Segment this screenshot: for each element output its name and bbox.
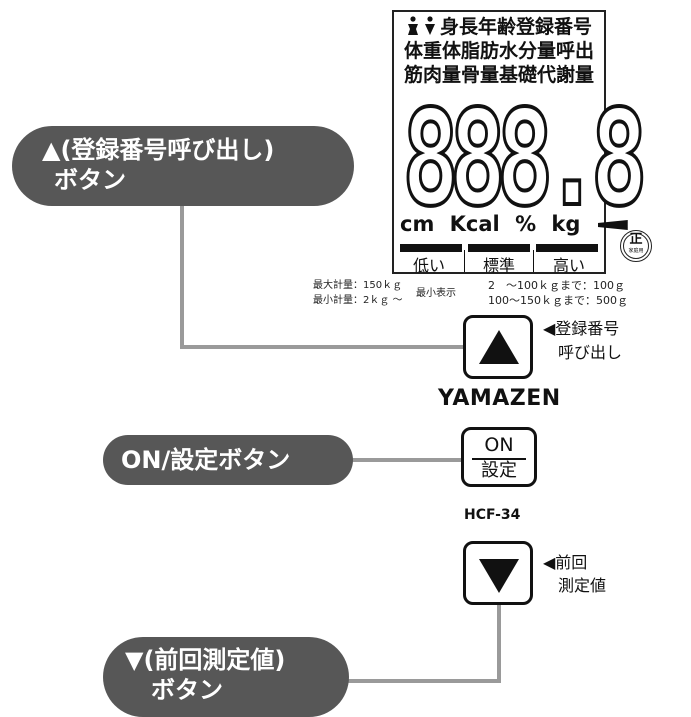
up-button[interactable] [463, 315, 533, 379]
level-labels: 低い 標準 高い [394, 256, 604, 276]
certification-seal: 正 家庭用 [620, 230, 652, 262]
person-icons [407, 16, 435, 35]
level-bar-high [536, 244, 598, 252]
connector-down-vertical [497, 604, 501, 682]
seal-sub-text: 家庭用 [628, 248, 644, 254]
connector-on [352, 458, 462, 462]
unit-kcal: Kcal [449, 212, 500, 236]
connector-up-horizontal [180, 345, 463, 349]
triangle-down-icon [479, 559, 519, 593]
seal-ring [623, 233, 649, 259]
on-button-top-label: ON [484, 434, 514, 456]
unit-cm: cm [400, 212, 435, 236]
lcd-row-2: 体重体脂肪水分量呼出 [403, 40, 594, 62]
up-button-label-1: ◀登録番号 [543, 319, 620, 338]
spec-min-display-label: 最小表示 [416, 288, 456, 299]
model-number: HCF-34 [464, 507, 521, 523]
level-bar-low [400, 244, 462, 252]
seal-main-text: 正 [629, 232, 643, 247]
brand-name: YAMAZEN [438, 386, 561, 411]
level-low: 低い [412, 256, 445, 275]
on-setting-button[interactable]: ON 設定 [461, 427, 537, 487]
on-button-bottom-label: 設定 [481, 460, 517, 481]
segment-digits: 888.8 [401, 82, 650, 236]
level-divider [533, 250, 534, 272]
down-button-label-2: 測定値 [558, 576, 607, 595]
down-button[interactable] [463, 541, 533, 605]
down-button-label-1: ◀前回 [543, 553, 588, 572]
callout-on-button: ON/設定ボタン [103, 435, 353, 485]
lcd-display: 身長年齢登録番号 体重体脂肪水分量呼出 筋肉量骨量基礎代謝量 888.8 cm … [392, 10, 650, 276]
unit-row: cm Kcal % kg [400, 212, 636, 236]
spec-range-2: 100～150ｋｇまで：500ｇ [488, 294, 628, 307]
callout-up-line2: ボタン [54, 166, 126, 194]
up-button-label-2: 呼び出し [558, 343, 623, 362]
connector-down-horizontal [340, 679, 501, 683]
on-button-divider [472, 458, 526, 460]
callout-up-button: ▲(登録番号呼び出し) ボタン [12, 126, 354, 206]
level-bar-standard [468, 244, 530, 252]
callout-on-line1: ON/設定ボタン [121, 446, 291, 474]
lcd-row-user: 身長年齢登録番号 [394, 16, 604, 38]
unit-kg: kg [551, 212, 581, 236]
callout-down-line1: ▼(前回測定値) [125, 646, 286, 674]
callout-up-line1: ▲(登録番号呼び出し) [42, 136, 275, 164]
callout-down-line2: ボタン [151, 676, 223, 704]
triangle-up-icon [479, 330, 519, 364]
spec-range-1: 2 ～100ｋｇまで：100ｇ [488, 279, 625, 292]
connector-up-vertical [180, 196, 184, 348]
level-standard: 標準 [482, 256, 515, 275]
level-divider [464, 250, 465, 272]
battery-icon [597, 220, 628, 230]
spec-max: 最大計量：150ｋｇ [313, 280, 403, 291]
lcd-row-3: 筋肉量骨量基礎代謝量 [403, 64, 594, 86]
lcd-row-user-text: 身長年齢登録番号 [439, 16, 592, 38]
level-high: 高い [552, 256, 585, 275]
unit-percent: % [515, 212, 537, 236]
spec-min: 最小計量：2ｋｇ ～ [313, 295, 403, 306]
callout-down-button: ▼(前回測定値) ボタン [103, 637, 349, 717]
